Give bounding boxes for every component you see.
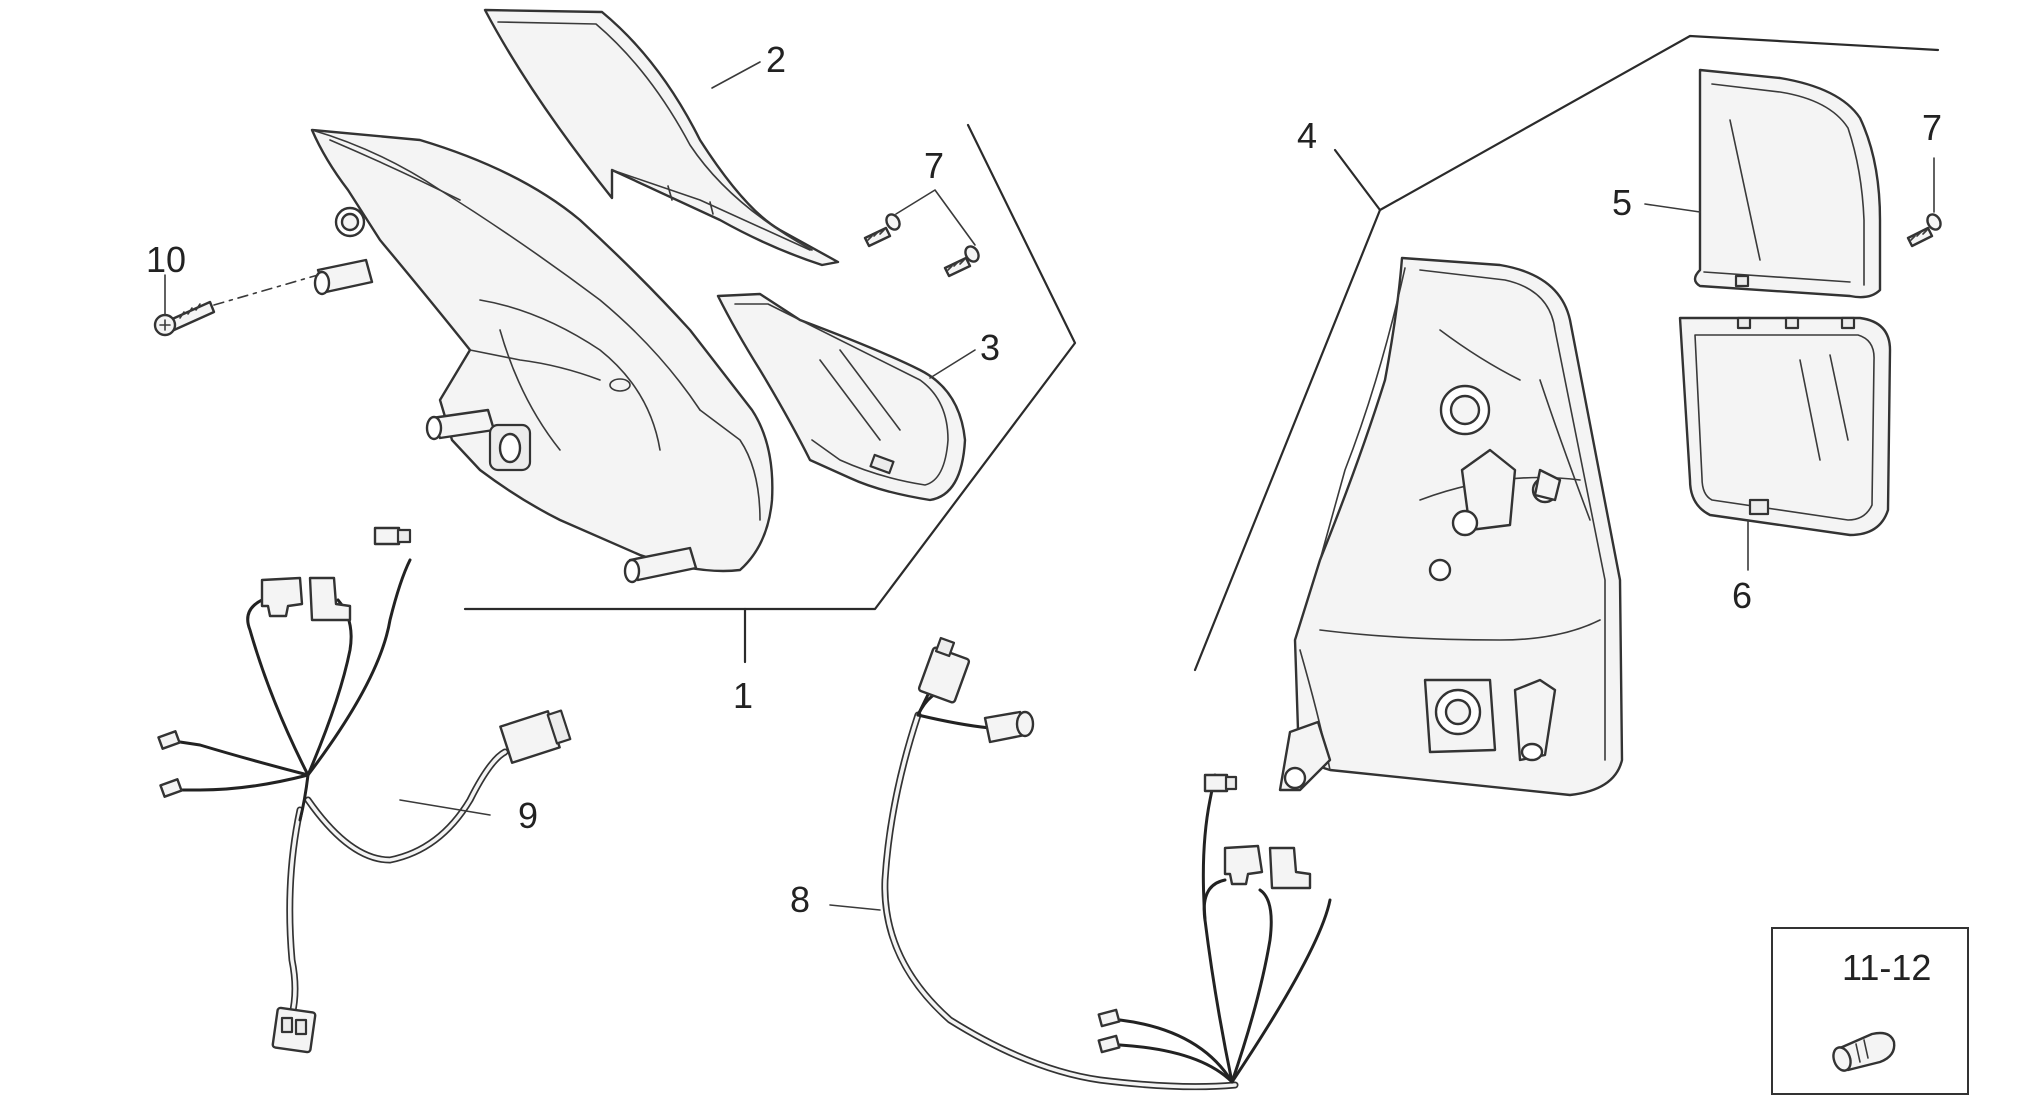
callout-5: 5 — [1612, 182, 1632, 223]
part-3-lower-lens — [716, 292, 967, 502]
callout-9: 9 — [518, 795, 538, 836]
part-2-upper-lens — [483, 8, 840, 267]
part-5-upper-lens — [1693, 68, 1882, 299]
part-9-wiring-harness — [157, 526, 572, 1054]
screw-7-right — [1906, 157, 1942, 248]
part-1-light-housing — [310, 128, 774, 584]
callout-2: 2 — [766, 39, 786, 80]
bulb-inset-box — [1771, 927, 1969, 1095]
callout-6: 6 — [1732, 575, 1752, 616]
part-6-lower-lens — [1678, 316, 1892, 571]
callout-7-left: 7 — [924, 145, 944, 186]
callout-8: 8 — [790, 879, 810, 920]
callout-3: 3 — [980, 327, 1000, 368]
callout-10: 10 — [146, 239, 186, 280]
callout-1: 1 — [733, 675, 753, 716]
callout-7-right: 7 — [1922, 107, 1942, 148]
assembly-4-bracket — [1193, 34, 1940, 672]
screw-10 — [153, 274, 319, 337]
part-8-wiring-harness — [829, 636, 1332, 1091]
assembly-1-bracket — [463, 123, 1077, 664]
screws-7-left — [863, 189, 980, 278]
part-4-light-housing — [1278, 256, 1624, 797]
callout-4: 4 — [1297, 115, 1317, 156]
callout-11-12: 11-12 — [1842, 947, 1931, 988]
